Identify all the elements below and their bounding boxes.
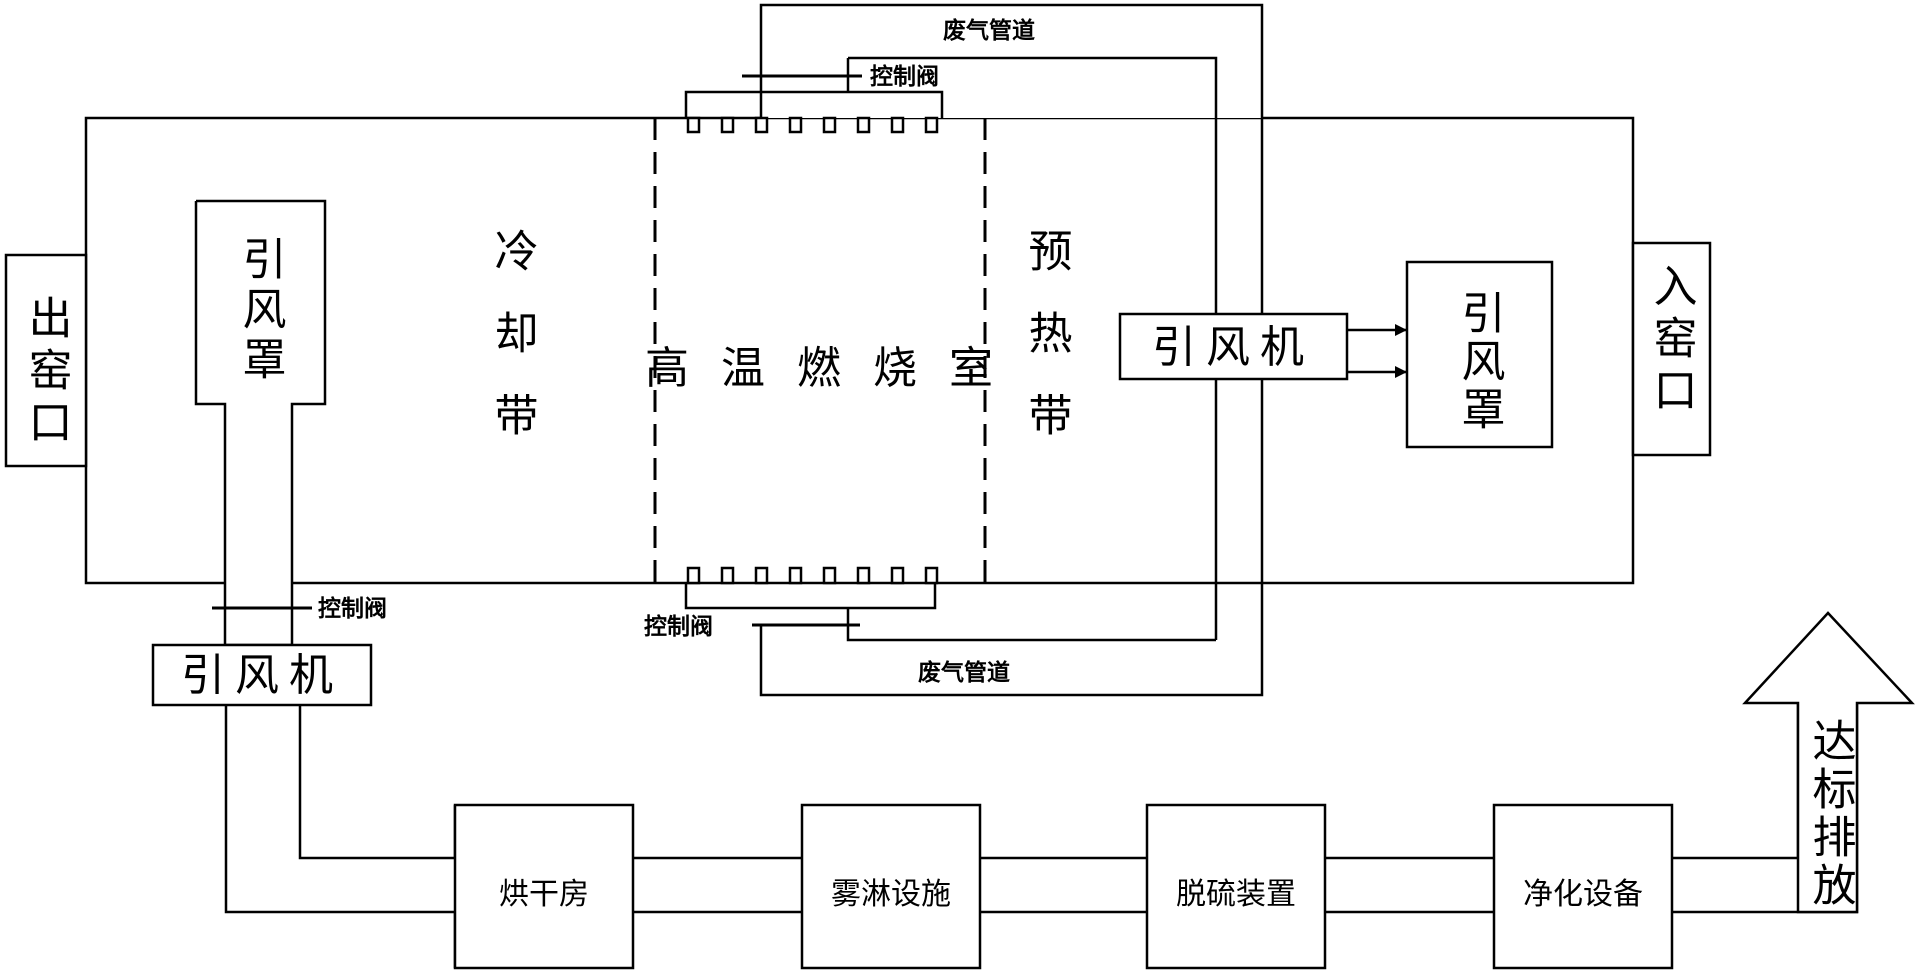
top-burner-nozzle (822, 116, 837, 134)
cooling-zone-label: 冷却带 (487, 228, 538, 474)
treatment-unit-label: 烘干房 (499, 877, 589, 912)
left-fan-label: 引风机 (181, 650, 343, 701)
kiln-entrance-label: 入窑口 (1646, 263, 1697, 419)
bottom-burner-manifold (684, 566, 939, 610)
treatment-unit: 脱硫装置 (1145, 803, 1327, 970)
top-burner-manifold (684, 90, 944, 134)
top-burner-nozzle (754, 116, 769, 134)
kiln-exit-label: 出窑口 (21, 295, 72, 451)
treatment-unit: 雾淋设施 (800, 803, 982, 970)
right-hood-label: 引风罩 (1454, 290, 1505, 434)
top-burner-nozzle (890, 116, 905, 134)
firing-chamber-label: 高温燃烧室 (645, 343, 1025, 394)
discharge-label: 达标排放 (1805, 718, 1856, 910)
top-control-valve[interactable]: 控制阀 (742, 58, 939, 92)
top-burner-nozzle (924, 116, 939, 134)
left-control-valve[interactable]: 控制阀 (212, 595, 387, 622)
bottom-burner-nozzle (686, 566, 701, 585)
firing-chamber: 高温燃烧室 (645, 118, 1025, 583)
treatment-unit: 净化设备 (1492, 803, 1674, 970)
right-hood: 引风罩 (1405, 260, 1554, 449)
left-hood-label: 引风罩 (235, 236, 286, 386)
discharge-arrow: 达标排放 (1742, 611, 1915, 914)
treatment-unit-label: 脱硫装置 (1176, 877, 1296, 912)
right-fan: 引风机 (1118, 312, 1349, 381)
top-burner-nozzle (788, 116, 803, 134)
kiln-body (84, 0, 1635, 585)
bottom-burner-nozzle (788, 566, 803, 585)
treatment-duct: 烘干房 雾淋设施 脱硫装置 净化设备 (224, 703, 1859, 970)
bottom-burner-nozzle (754, 566, 769, 585)
bottom-valve-label: 控制阀 (644, 613, 713, 640)
treatment-unit-label: 净化设备 (1523, 877, 1643, 912)
bottom-burner-nozzle (924, 566, 939, 585)
bottom-burner-nozzle (822, 566, 837, 585)
bottom-burner-nozzle (890, 566, 905, 585)
bottom-burner-nozzle (856, 566, 871, 585)
bottom-burner-nozzle (720, 566, 735, 585)
preheat-zone-label: 预热带 (1021, 228, 1072, 474)
fan-to-hood-connectors (1347, 324, 1407, 378)
treatment-unit: 烘干房 (453, 803, 635, 970)
top-pipe-label: 废气管道 (943, 17, 1035, 44)
kiln-entrance: 入窑口 (1631, 241, 1712, 457)
bottom-control-valve[interactable]: 控制阀 (644, 613, 860, 640)
top-burner-nozzle (686, 116, 701, 134)
right-fan-label: 引风机 (1152, 322, 1314, 373)
bottom-exhaust-pipe: 废气管道 (846, 608, 1216, 686)
top-burner-nozzle (720, 116, 735, 134)
kiln-exit: 出窑口 (4, 253, 88, 468)
left-fan: 引风机 (151, 643, 373, 707)
top-burner-nozzle (856, 116, 871, 134)
bottom-pipe-label: 废气管道 (918, 659, 1010, 686)
top-valve-label: 控制阀 (870, 63, 939, 90)
left-valve-label: 控制阀 (318, 595, 387, 622)
treatment-unit-label: 雾淋设施 (831, 877, 951, 912)
